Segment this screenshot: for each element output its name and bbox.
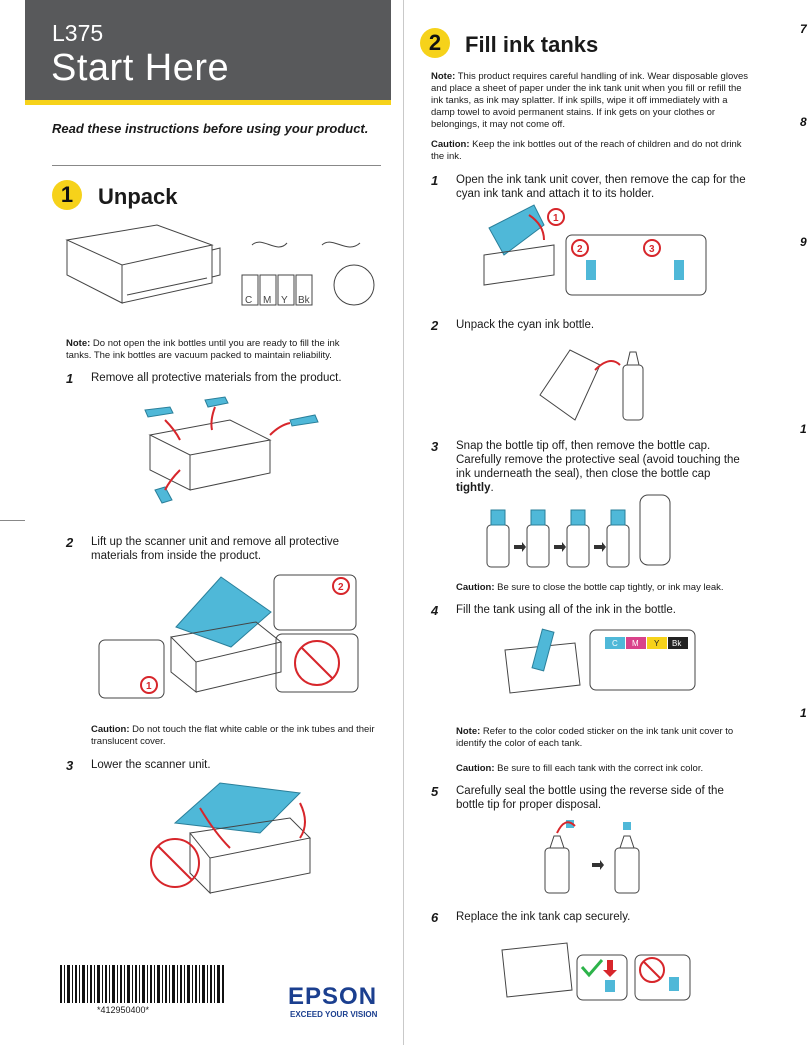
s2-caution-2-text: Be sure to close the bottle cap tightly,…	[494, 582, 724, 593]
replace-cap-illustration	[501, 942, 691, 1001]
barcode-number: *412950400*	[97, 1005, 150, 1015]
s1-step-1-number: 1	[66, 371, 74, 386]
section-1-badge: 1	[52, 180, 82, 210]
unpack-illustration: C M Y Bk	[65, 224, 375, 306]
s1-step-3-number: 3	[66, 758, 74, 773]
s1-step-1-text: Remove all protective materials from the…	[91, 372, 342, 384]
s2-caution-1-label: Caution:	[431, 139, 470, 150]
note-label: Note:	[66, 338, 91, 349]
bottle-label-bk: Bk	[298, 295, 311, 306]
s2-step-4-number: 4	[431, 603, 439, 618]
tank-callout-1: 1	[553, 213, 559, 224]
margin-mark-3: 9	[800, 235, 807, 249]
section-2-caution-2: Caution: Be sure to close the bottle cap…	[456, 582, 756, 594]
margin-mark-1: 7	[800, 22, 807, 36]
section-2-badge: 2	[420, 28, 450, 58]
note-text: Do not open the ink bottles until you ar…	[66, 338, 340, 361]
s2-note-text: This product requires careful handling o…	[431, 71, 749, 130]
bottle-label-y: Y	[281, 295, 288, 306]
tank-cover-illustration: 1 2 3	[483, 204, 707, 296]
section-2-note-2: Note: Refer to the color coded sticker o…	[456, 726, 756, 750]
header-band: L375 Start Here	[25, 0, 391, 100]
bottle-cap-sequence	[486, 494, 671, 568]
callout-2: 2	[338, 582, 344, 593]
s2-step-6-text: Replace the ink tank cap securely.	[456, 911, 631, 923]
tank-callout-3: 3	[649, 244, 655, 255]
fill-tank-illustration: C M Y Bk	[504, 628, 696, 694]
section-1-caution: Caution: Do not touch the flat white cab…	[91, 724, 381, 748]
section-2-title: Fill ink tanks	[465, 32, 599, 57]
section-2-caution-1: Caution: Keep the ink bottles out of the…	[431, 139, 751, 163]
margin-mark-2: 8	[800, 115, 807, 129]
fold-mark	[0, 520, 25, 521]
margin-mark-5: 1	[800, 706, 807, 720]
epson-logo: EPSON	[288, 983, 378, 1010]
section-1-note: Note: Do not open the ink bottles until …	[66, 338, 366, 362]
section-rule	[52, 165, 381, 166]
page-title: Start Here	[51, 47, 230, 89]
tank-callout-2: 2	[577, 244, 583, 255]
s2-note-2-label: Note:	[456, 726, 481, 737]
s2-step-6-number: 6	[431, 910, 439, 925]
column-divider	[403, 0, 404, 1045]
s1-step-3-text: Lower the scanner unit.	[91, 759, 211, 771]
sticker-bk: Bk	[672, 639, 682, 648]
sticker-y: Y	[654, 639, 660, 648]
s1-step-2-text: Lift up the scanner unit and remove all …	[91, 536, 340, 562]
s2-step-4-text: Fill the tank using all of the ink in th…	[456, 604, 676, 616]
sticker-m: M	[632, 639, 639, 648]
model-name: L375	[52, 20, 104, 46]
s2-step-3-text: Snap the bottle tip off, then remove the…	[456, 439, 751, 495]
s2-step-3-number: 3	[431, 439, 439, 454]
section-2-note: Note: This product requires careful hand…	[431, 71, 751, 131]
s2-step-3-emphasis: tightly	[456, 482, 491, 494]
intro-text: Read these instructions before using you…	[52, 121, 369, 136]
lower-scanner-illustration	[150, 782, 312, 895]
s1-step-2-number: 2	[66, 535, 74, 550]
s2-caution-2-label: Caution:	[456, 582, 495, 593]
s2-step-5-text: Carefully seal the bottle using the reve…	[456, 785, 724, 811]
scanner-lift-illustration: 1 2	[98, 574, 359, 699]
s2-note-2-text: Refer to the color coded sticker on the …	[456, 726, 734, 749]
s2-step-2-text: Unpack the cyan ink bottle.	[456, 319, 595, 331]
brand-tagline: EXCEED YOUR VISION	[290, 1010, 378, 1019]
s2-caution-3-text: Be sure to fill each tank with the corre…	[494, 763, 704, 774]
section-1-title: Unpack	[98, 184, 178, 209]
caution-text: Do not touch the flat white cable or the…	[91, 724, 375, 747]
s2-step-1-text: Open the ink tank unit cover, then remov…	[456, 174, 746, 200]
section-2-caution-3: Caution: Be sure to fill each tank with …	[456, 763, 756, 775]
margin-mark-4: 1	[800, 422, 807, 436]
s2-step-2-number: 2	[431, 318, 439, 333]
barcode	[60, 965, 224, 1003]
s2-step-1-number: 1	[431, 173, 439, 188]
sticker-c: C	[612, 639, 618, 648]
s2-caution-1-text: Keep the ink bottles out of the reach of…	[431, 139, 742, 162]
accent-rule	[25, 100, 391, 105]
bottle-label-m: M	[263, 295, 271, 306]
caution-label: Caution:	[91, 724, 130, 735]
s2-caution-3-label: Caution:	[456, 763, 495, 774]
s2-step-3-text-c: .	[490, 482, 494, 494]
bottle-label-c: C	[245, 295, 252, 306]
callout-1: 1	[146, 681, 152, 692]
s2-step-3-text-a: Snap the bottle tip off, then remove the…	[456, 440, 740, 480]
s2-note-label: Note:	[431, 71, 456, 82]
unpack-bottle-illustration	[539, 349, 644, 421]
seal-bottle-illustration	[544, 820, 640, 894]
remove-tape-illustration	[144, 396, 319, 504]
s2-step-5-number: 5	[431, 784, 439, 799]
